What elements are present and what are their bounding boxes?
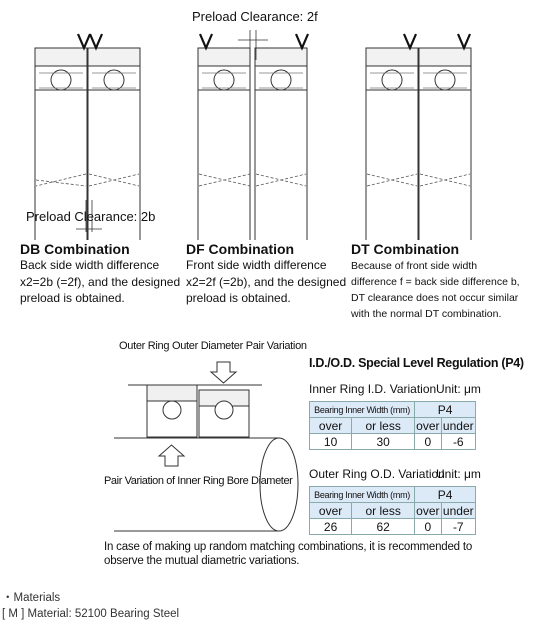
table-col: or less (351, 502, 416, 519)
preload-clearance-df-label: Preload Clearance: 2f (192, 9, 318, 24)
table-cell: 0 (414, 433, 442, 450)
table-cell: 62 (351, 518, 416, 535)
table-col: over (308, 417, 353, 434)
table-col: or less (351, 417, 416, 434)
table-cell: 30 (351, 433, 416, 450)
table-col: under (440, 417, 477, 434)
table-col: over (414, 417, 442, 434)
db-combination-title: DB Combination (20, 241, 130, 257)
table-row: 10 30 0 -6 (308, 433, 477, 450)
table-col: under (440, 502, 477, 519)
table-col: over (414, 502, 442, 519)
outer-ring-variation-label: Outer Ring Outer Diameter Pair Variation (119, 340, 307, 352)
dt-combination: DT Combination Because of front side wid… (351, 241, 520, 321)
outer-ring-unit: Unit: μm (436, 467, 481, 481)
matching-note: In case of making up random matching com… (104, 541, 472, 568)
table-subheader-row: over or less over under (308, 417, 477, 434)
dt-bearing-pair (365, 33, 472, 240)
table-header-width: Bearing Inner Width (mm) (308, 401, 416, 418)
table-header-row: Bearing Inner Width (mm) P4 (308, 401, 476, 418)
db-combination-line: preload is obtained. (20, 291, 125, 305)
db-combination-line: Back side width difference (20, 258, 160, 272)
inner-ring-variation-label: Pair Variation of Inner Ring Bore Diamet… (104, 475, 293, 487)
dt-combination-title: DT Combination (351, 241, 460, 257)
table-cell: 10 (308, 433, 353, 450)
outer-ring-table: Bearing Inner Width (mm) P4 over or less… (308, 486, 477, 535)
table-cell: -7 (440, 518, 477, 535)
inner-ring-unit: Unit: μm (436, 382, 481, 396)
preload-clearance-db-label: Preload Clearance: 2b (26, 209, 156, 224)
down-arrow-icon (209, 361, 238, 384)
up-arrow-icon (157, 444, 186, 467)
regulation-title: I.D./O.D. Special Level Regulation (P4) (309, 356, 524, 370)
outer-ring-caption: Outer Ring O.D. Variation (309, 467, 445, 481)
table-row: 26 62 0 -7 (308, 518, 477, 535)
dt-combination-line: Because of front side width (351, 260, 478, 272)
df-bearing-pair (197, 30, 310, 240)
table-header-width: Bearing Inner Width (mm) (308, 486, 416, 503)
dt-combination-line: with the normal DT combination. (351, 308, 502, 320)
table-header-p4: P4 (414, 486, 476, 503)
db-combination-line: x2=2b (=2f), and the designed (20, 274, 181, 289)
dt-combination-line: DT clearance does not occur similar (351, 292, 519, 304)
note-line: In case of making up random matching com… (104, 541, 473, 553)
inner-ring-table: Bearing Inner Width (mm) P4 over or less… (308, 401, 477, 450)
bearing-combination-diagrams (34, 30, 472, 240)
table-header-row: Bearing Inner Width (mm) P4 (308, 486, 476, 503)
table-header-p4: P4 (414, 401, 476, 418)
materials-heading: ・Materials (2, 592, 61, 604)
df-combination-line: preload is obtained. (186, 291, 291, 305)
db-combination: DB Combination Back side width differenc… (20, 241, 180, 307)
db-bearing-pair (34, 33, 141, 240)
table-cell: 26 (308, 518, 353, 535)
table-col: over (308, 502, 353, 519)
table-cell: 0 (414, 518, 442, 535)
dt-combination-line: difference f = back side difference b, (351, 276, 520, 288)
df-combination-line: Front side width difference (186, 258, 327, 272)
df-combination-line: x2=2f (=2b), and the designed (186, 274, 347, 289)
table-subheader-row: over or less over under (308, 502, 477, 519)
materials-line: [ M ] Material: 52100 Bearing Steel (2, 608, 180, 620)
df-combination: DF Combination Front side width differen… (186, 241, 346, 307)
inner-ring-caption: Inner Ring I.D. Variation (309, 382, 437, 396)
df-combination-title: DF Combination (186, 241, 295, 257)
table-cell: -6 (440, 433, 477, 450)
note-line: observe the mutual diametric variations. (104, 554, 300, 567)
